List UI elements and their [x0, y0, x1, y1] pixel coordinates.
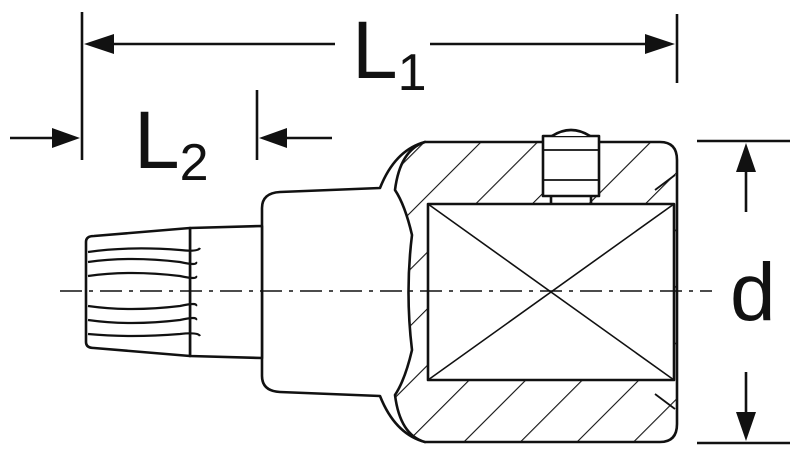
bit-neck	[188, 224, 264, 360]
d-label: d	[730, 247, 776, 338]
l2-label: L2	[134, 95, 209, 192]
cavity-diagonal-2	[427, 203, 675, 381]
pin-cap	[551, 128, 591, 138]
d-arrow-down-icon	[736, 412, 756, 441]
retaining-pin	[541, 134, 601, 198]
l1-arrow-right-icon	[645, 34, 675, 54]
l1-label: L1	[352, 5, 427, 102]
d-arrow-up-icon	[736, 143, 756, 172]
bit-splines	[87, 247, 201, 338]
l2-arrow-left-icon	[52, 128, 80, 148]
dimension-lines	[10, 12, 790, 445]
cavity-chamfer-top	[654, 174, 676, 191]
l2-arrow-right-icon	[259, 128, 287, 148]
cavity-chamfer-bottom	[654, 393, 676, 410]
spline-bit	[84, 224, 264, 360]
l1-arrow-left-icon	[84, 34, 114, 54]
socket-body	[260, 128, 679, 444]
